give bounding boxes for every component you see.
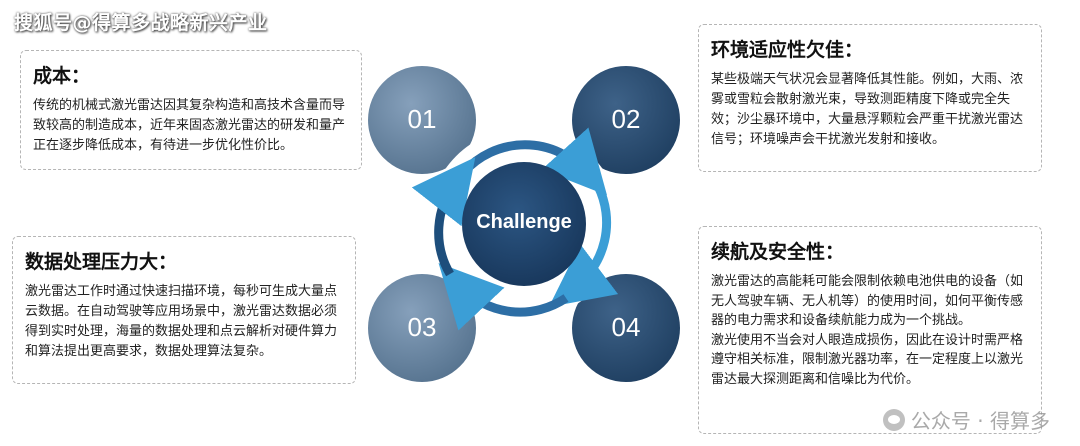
watermark-top: 搜狐号@得算多战略新兴产业 xyxy=(14,12,268,34)
center-circle xyxy=(462,162,586,286)
card-environment-title: 环境适应性欠佳： xyxy=(711,39,864,61)
circle-02-label: 02 xyxy=(611,104,641,134)
arrow-right xyxy=(548,183,619,307)
wechat-icon xyxy=(882,408,905,431)
card-environment: 环境适应性欠佳： 某些极端天气状况会显著降低其性能。例如，大雨、浓雾或雪粒会散射… xyxy=(698,24,1042,172)
circle-04-label: 04 xyxy=(611,312,641,342)
card-endurance-safety-body-2: 激光使用不当会对人眼造成损伤，因此在设计时需严格遵守相关标准，限制激光器功率，在… xyxy=(711,332,1024,387)
cycle-arrows xyxy=(411,127,619,331)
card-data-processing: 数据处理压力大： 激光雷达工作时通过快速扫描环境，每秒可生成大量点云数据。在自动… xyxy=(12,236,356,384)
card-data-processing-title: 数据处理压力大： xyxy=(25,251,178,273)
arrow-bottom xyxy=(438,262,569,331)
card-cost-body: 传统的机械式激光雷达因其复杂构造和高技术含量而导致较高的制造成本，近年来固态激光… xyxy=(33,98,346,153)
arrow-left xyxy=(411,157,476,277)
circle-03-label: 03 xyxy=(407,312,437,342)
card-cost: 成本： 传统的机械式激光雷达因其复杂构造和高技术含量而导致较高的制造成本，近年来… xyxy=(20,50,362,170)
card-cost-title: 成本： xyxy=(33,65,91,87)
cycle-graphic xyxy=(368,66,680,382)
card-environment-body: 某些极端天气状况会显著降低其性能。例如，大雨、浓雾或雪粒会散射激光束，导致测距精… xyxy=(711,72,1024,147)
watermark-bottom-text: 公众号 · 得算多 xyxy=(910,409,1050,433)
card-endurance-safety-body-1: 激光雷达的高能耗可能会限制依赖电池供电的设备（如无人驾驶车辆、无人机等）的使用时… xyxy=(711,274,1024,328)
card-endurance-safety: 续航及安全性： 激光雷达的高能耗可能会限制依赖电池供电的设备（如无人驾驶车辆、无… xyxy=(698,226,1042,434)
circle-01 xyxy=(368,66,476,174)
watermark-bottom: 公众号 · 得算多 xyxy=(882,405,1050,434)
circle-01-label: 01 xyxy=(407,104,437,134)
challenge-cycle-diagram: 01 02 03 04 Challenge xyxy=(360,40,700,420)
arrow-top xyxy=(460,127,608,196)
card-data-processing-body: 激光雷达工作时通过快速扫描环境，每秒可生成大量点云数据。在自动驾驶等应用场景中，… xyxy=(25,284,338,359)
center-label: Challenge xyxy=(476,211,572,233)
card-endurance-safety-title: 续航及安全性： xyxy=(711,241,845,263)
